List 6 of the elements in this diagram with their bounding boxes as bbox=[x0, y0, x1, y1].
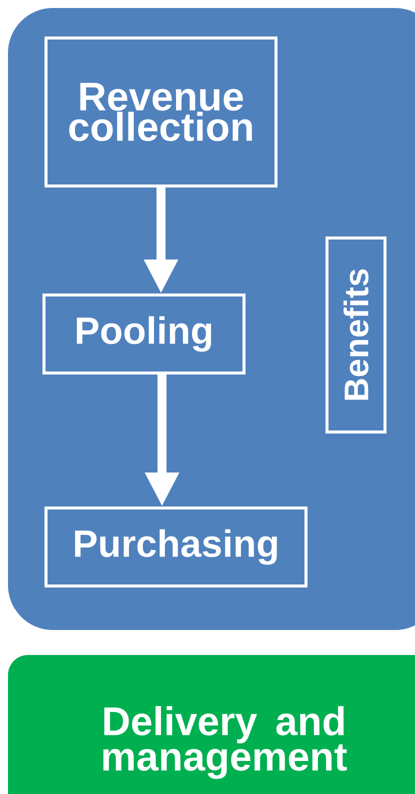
process-box: Pooling bbox=[42, 294, 246, 374]
panel-background bbox=[8, 8, 415, 630]
process-box: Purchasing bbox=[44, 506, 308, 588]
label-box: Benefits bbox=[326, 236, 386, 434]
process-box: Delivery and management bbox=[8, 655, 415, 794]
process-box: Revenue collection bbox=[44, 36, 278, 188]
